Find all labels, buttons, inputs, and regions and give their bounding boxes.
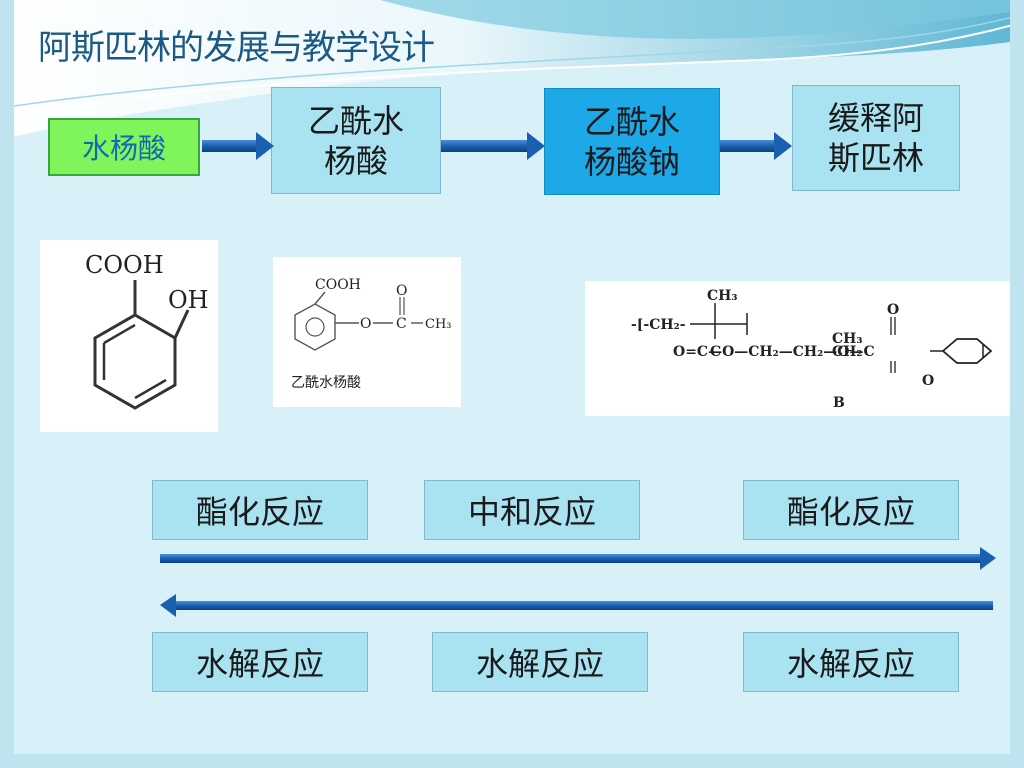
reaction-label: 水解反应 [475,645,604,683]
reaction-box-forward-2: 中和反应 [424,480,640,540]
structure-acetylsalicylic-acid: COOH O O C CH₃ 乙酰水杨酸 [273,257,461,407]
reaction-box-forward-1: 酯化反应 [152,480,368,540]
flow-box-label-line2: 杨酸 [323,141,388,180]
structure-caption: 乙酰水杨酸 [291,375,361,391]
structure-label: B [833,395,845,411]
structure-label: O=C—O—CH₂—CH₂—O—C [673,344,875,360]
flow-box-label-line1: 乙酰水 [307,101,404,140]
structure-sustained-release-polymer: CH₃ -[-CH₂- C O=C—O—CH₂—CH₂—O—C CH₃ CH₂ … [585,281,1010,416]
structure-label: CH₂ [832,344,863,360]
reaction-label: 水解反应 [195,645,324,683]
flow-box-label-line1: 乙酰水 [583,102,680,141]
structure-label: CH₃ [425,317,452,332]
reaction-label: 中和反应 [467,493,596,531]
reaction-label: 水解反应 [786,645,915,683]
reaction-box-forward-3: 酯化反应 [743,480,959,540]
structure-label: C [396,316,407,332]
structure-label: CH₃ [707,288,738,304]
structure-label: O [922,373,934,389]
structure-label: OH [168,286,209,314]
flow-box-salicylic-acid: 水杨酸 [48,118,200,176]
structure-label: O [887,302,899,318]
flow-box-sustained-release-aspirin: 缓释阿斯匹林 [792,85,960,191]
structure-label: COOH [315,277,361,293]
structure-label: -[-CH₂- [631,317,686,333]
structure-label: O [360,316,371,332]
flow-box-label-line1: 缓释阿 [827,99,924,137]
reaction-box-backward-2: 水解反应 [432,632,648,692]
structure-label: C [710,344,721,360]
reaction-label: 酯化反应 [195,493,324,531]
reaction-box-backward-3: 水解反应 [743,632,959,692]
structure-label: COOH [85,251,164,279]
flow-box-label-line2: 杨酸钠 [583,142,680,181]
flow-box-label: 水杨酸 [81,132,166,165]
structure-label: O [396,283,407,299]
page-title: 阿斯匹林的发展与教学设计 [38,28,435,68]
reaction-label: 酯化反应 [786,493,915,531]
structure-label: CH₃ [832,331,863,347]
flow-box-acetylsalicylic-acid: 乙酰水杨酸 [271,87,441,194]
reaction-box-backward-1: 水解反应 [152,632,368,692]
flow-box-label-line2: 斯匹林 [827,139,924,177]
structure-salicylic-acid: COOH OH [40,240,218,432]
flow-box-sodium-acetylsalicylate: 乙酰水杨酸钠 [544,88,720,195]
